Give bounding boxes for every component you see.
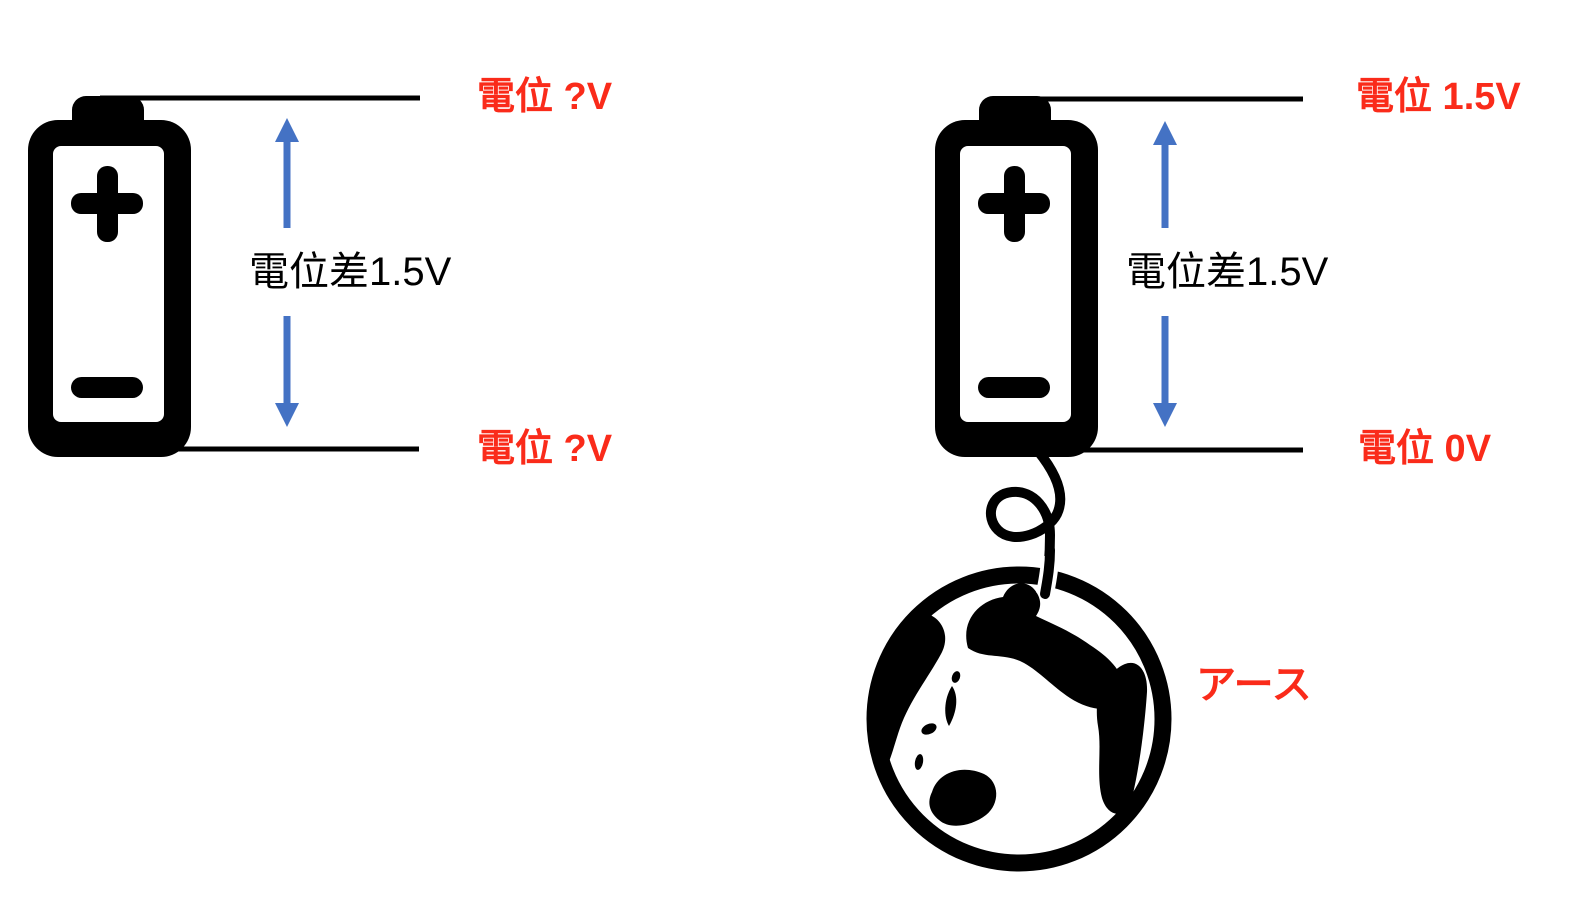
battery-icon [28, 96, 191, 457]
left-potential-difference-label: 電位差1.5V [249, 250, 452, 294]
right-bottom-potential-label: 電位 0V [1358, 428, 1492, 470]
up-arrow-icon [1153, 121, 1177, 228]
left-circuit [28, 95, 420, 457]
battery-icon [935, 96, 1098, 457]
ground-wire-tip [1036, 545, 1059, 599]
minus-terminal-icon [978, 377, 1050, 398]
plus-terminal-icon [71, 166, 143, 242]
ground-label: アース [1196, 663, 1312, 707]
globe-continents [883, 583, 1148, 826]
right-circuit [866, 96, 1303, 872]
ground-wire [985, 446, 1066, 597]
plus-terminal-icon [978, 166, 1050, 242]
up-arrow-icon [275, 118, 299, 228]
left-top-potential-label: 電位 ?V [477, 76, 613, 118]
earth-globe-icon [866, 545, 1172, 872]
down-arrow-icon [1153, 316, 1177, 427]
right-potential-difference-label: 電位差1.5V [1126, 250, 1329, 294]
battery-body-inner [53, 146, 164, 422]
down-arrow-icon [275, 316, 299, 427]
left-bottom-potential-label: 電位 ?V [477, 428, 613, 470]
minus-terminal-icon [71, 377, 143, 398]
right-top-potential-label: 電位 1.5V [1356, 76, 1521, 118]
battery-body-inner [960, 146, 1071, 422]
